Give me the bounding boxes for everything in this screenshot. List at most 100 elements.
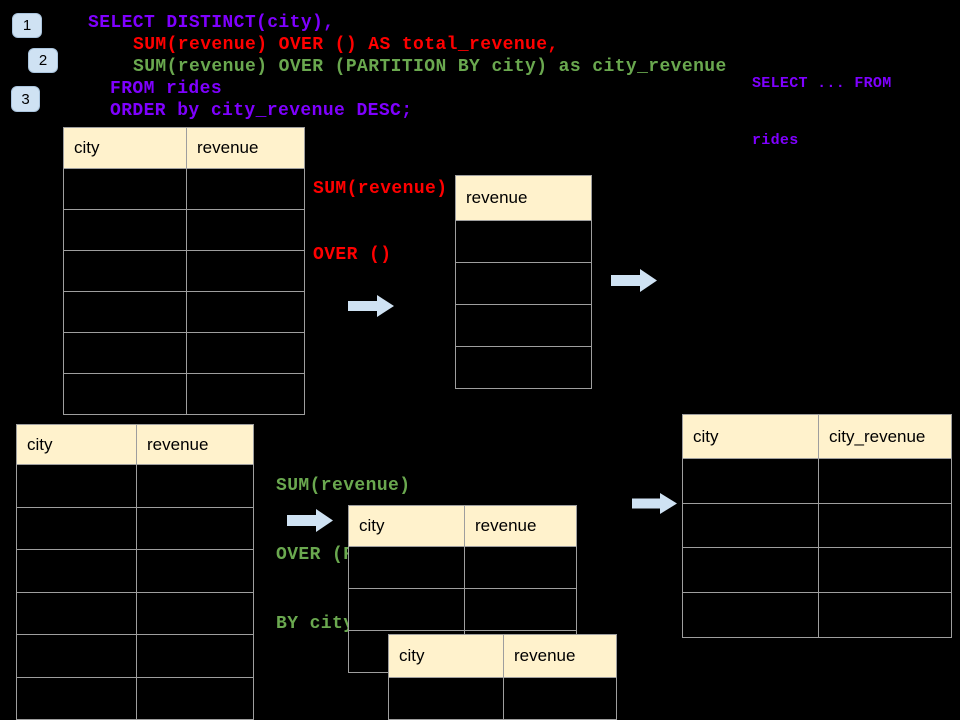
annotation-total-revenue: SUM(revenue) OVER ()	[313, 134, 447, 310]
column-header-city: city	[17, 425, 136, 464]
empty-cell	[818, 504, 951, 547]
empty-cell	[186, 374, 304, 414]
empty-cell	[464, 547, 576, 588]
empty-cell	[349, 547, 464, 588]
empty-cell	[136, 635, 253, 677]
empty-cell	[186, 251, 304, 291]
sql-line-city-revenue: SUM(revenue) OVER (PARTITION BY city) as…	[133, 57, 727, 77]
empty-cell	[64, 169, 186, 209]
table-row	[17, 464, 253, 507]
empty-cell	[136, 677, 253, 719]
column-header-revenue: revenue	[186, 128, 304, 168]
table-header-row: city revenue	[64, 128, 304, 168]
sql-line-order-by: ORDER by city_revenue DESC;	[110, 101, 413, 121]
right-arrow-icon	[287, 509, 333, 532]
table-row	[17, 506, 253, 549]
table-partition-city-2: city revenue	[388, 634, 617, 720]
empty-cell	[64, 251, 186, 291]
empty-cell	[17, 635, 136, 677]
table-row	[389, 677, 616, 719]
step-badge-3-label: 3	[21, 90, 30, 108]
column-header-city: city	[389, 635, 503, 677]
empty-cell	[186, 292, 304, 332]
empty-cell	[456, 221, 591, 262]
right-arrow-icon	[611, 269, 657, 292]
side-note-line-2: rides	[752, 132, 799, 149]
step-badge-2: 2	[28, 48, 58, 73]
empty-cell	[136, 507, 253, 549]
table-row	[64, 373, 304, 414]
empty-cell	[64, 374, 186, 414]
right-arrow-icon	[348, 295, 394, 317]
side-note-select-from: SELECT ... FROM rides	[752, 36, 892, 188]
table-row	[17, 676, 253, 719]
empty-cell	[186, 210, 304, 250]
table-row	[683, 547, 951, 592]
column-header-revenue: revenue	[464, 506, 576, 546]
table-rides-source-top: city revenue	[63, 127, 305, 415]
annotation-total-line-2: OVER ()	[313, 245, 392, 265]
empty-cell	[464, 589, 576, 630]
empty-cell	[17, 550, 136, 592]
column-header-revenue: revenue	[456, 176, 591, 220]
empty-cell	[818, 593, 951, 637]
empty-cell	[503, 678, 616, 719]
table-total-revenue-result: revenue	[455, 175, 592, 389]
empty-cell	[186, 333, 304, 373]
table-row	[64, 168, 304, 209]
empty-cell	[17, 465, 136, 507]
table-row	[17, 634, 253, 677]
right-arrow-icon	[632, 493, 677, 514]
table-header-row: city revenue	[17, 425, 253, 464]
table-row	[456, 304, 591, 346]
table-row	[683, 592, 951, 637]
table-row	[17, 549, 253, 592]
sql-line-select: SELECT DISTINCT(city),	[88, 13, 335, 33]
column-header-city: city	[349, 506, 464, 546]
table-row	[17, 591, 253, 634]
empty-cell	[456, 305, 591, 346]
annotation-total-line-1: SUM(revenue)	[313, 179, 448, 199]
empty-cell	[17, 507, 136, 549]
table-rides-source-bottom: city revenue	[16, 424, 254, 720]
empty-cell	[17, 592, 136, 634]
column-header-city-revenue: city_revenue	[818, 415, 951, 458]
empty-cell	[64, 292, 186, 332]
table-row	[683, 503, 951, 547]
empty-cell	[683, 548, 818, 592]
table-header-row: city revenue	[349, 506, 576, 546]
table-header-row: city city_revenue	[683, 415, 951, 458]
empty-cell	[456, 347, 591, 388]
empty-cell	[136, 465, 253, 507]
table-row	[349, 546, 576, 588]
table-row	[456, 346, 591, 388]
step-badge-1: 1	[12, 13, 42, 38]
column-header-city: city	[683, 415, 818, 458]
step-badge-1-label: 1	[22, 17, 32, 34]
empty-cell	[136, 550, 253, 592]
table-header-row: city revenue	[389, 635, 616, 677]
table-row	[456, 262, 591, 304]
column-header-city: city	[64, 128, 186, 168]
table-row	[456, 220, 591, 262]
side-note-line-1: SELECT ... FROM	[752, 75, 892, 92]
step-badge-2-label: 2	[38, 52, 48, 69]
table-row	[64, 332, 304, 373]
empty-cell	[818, 459, 951, 503]
empty-cell	[17, 677, 136, 719]
sql-line-from: FROM rides	[110, 79, 223, 99]
empty-cell	[186, 169, 304, 209]
table-row	[349, 588, 576, 630]
table-row	[64, 209, 304, 250]
table-row	[64, 291, 304, 332]
step-badge-3: 3	[11, 86, 40, 112]
empty-cell	[64, 333, 186, 373]
empty-cell	[136, 592, 253, 634]
empty-cell	[683, 593, 818, 637]
table-row	[683, 458, 951, 503]
annotation-partition-line-1: SUM(revenue)	[276, 476, 411, 496]
empty-cell	[389, 678, 503, 719]
empty-cell	[64, 210, 186, 250]
empty-cell	[349, 589, 464, 630]
